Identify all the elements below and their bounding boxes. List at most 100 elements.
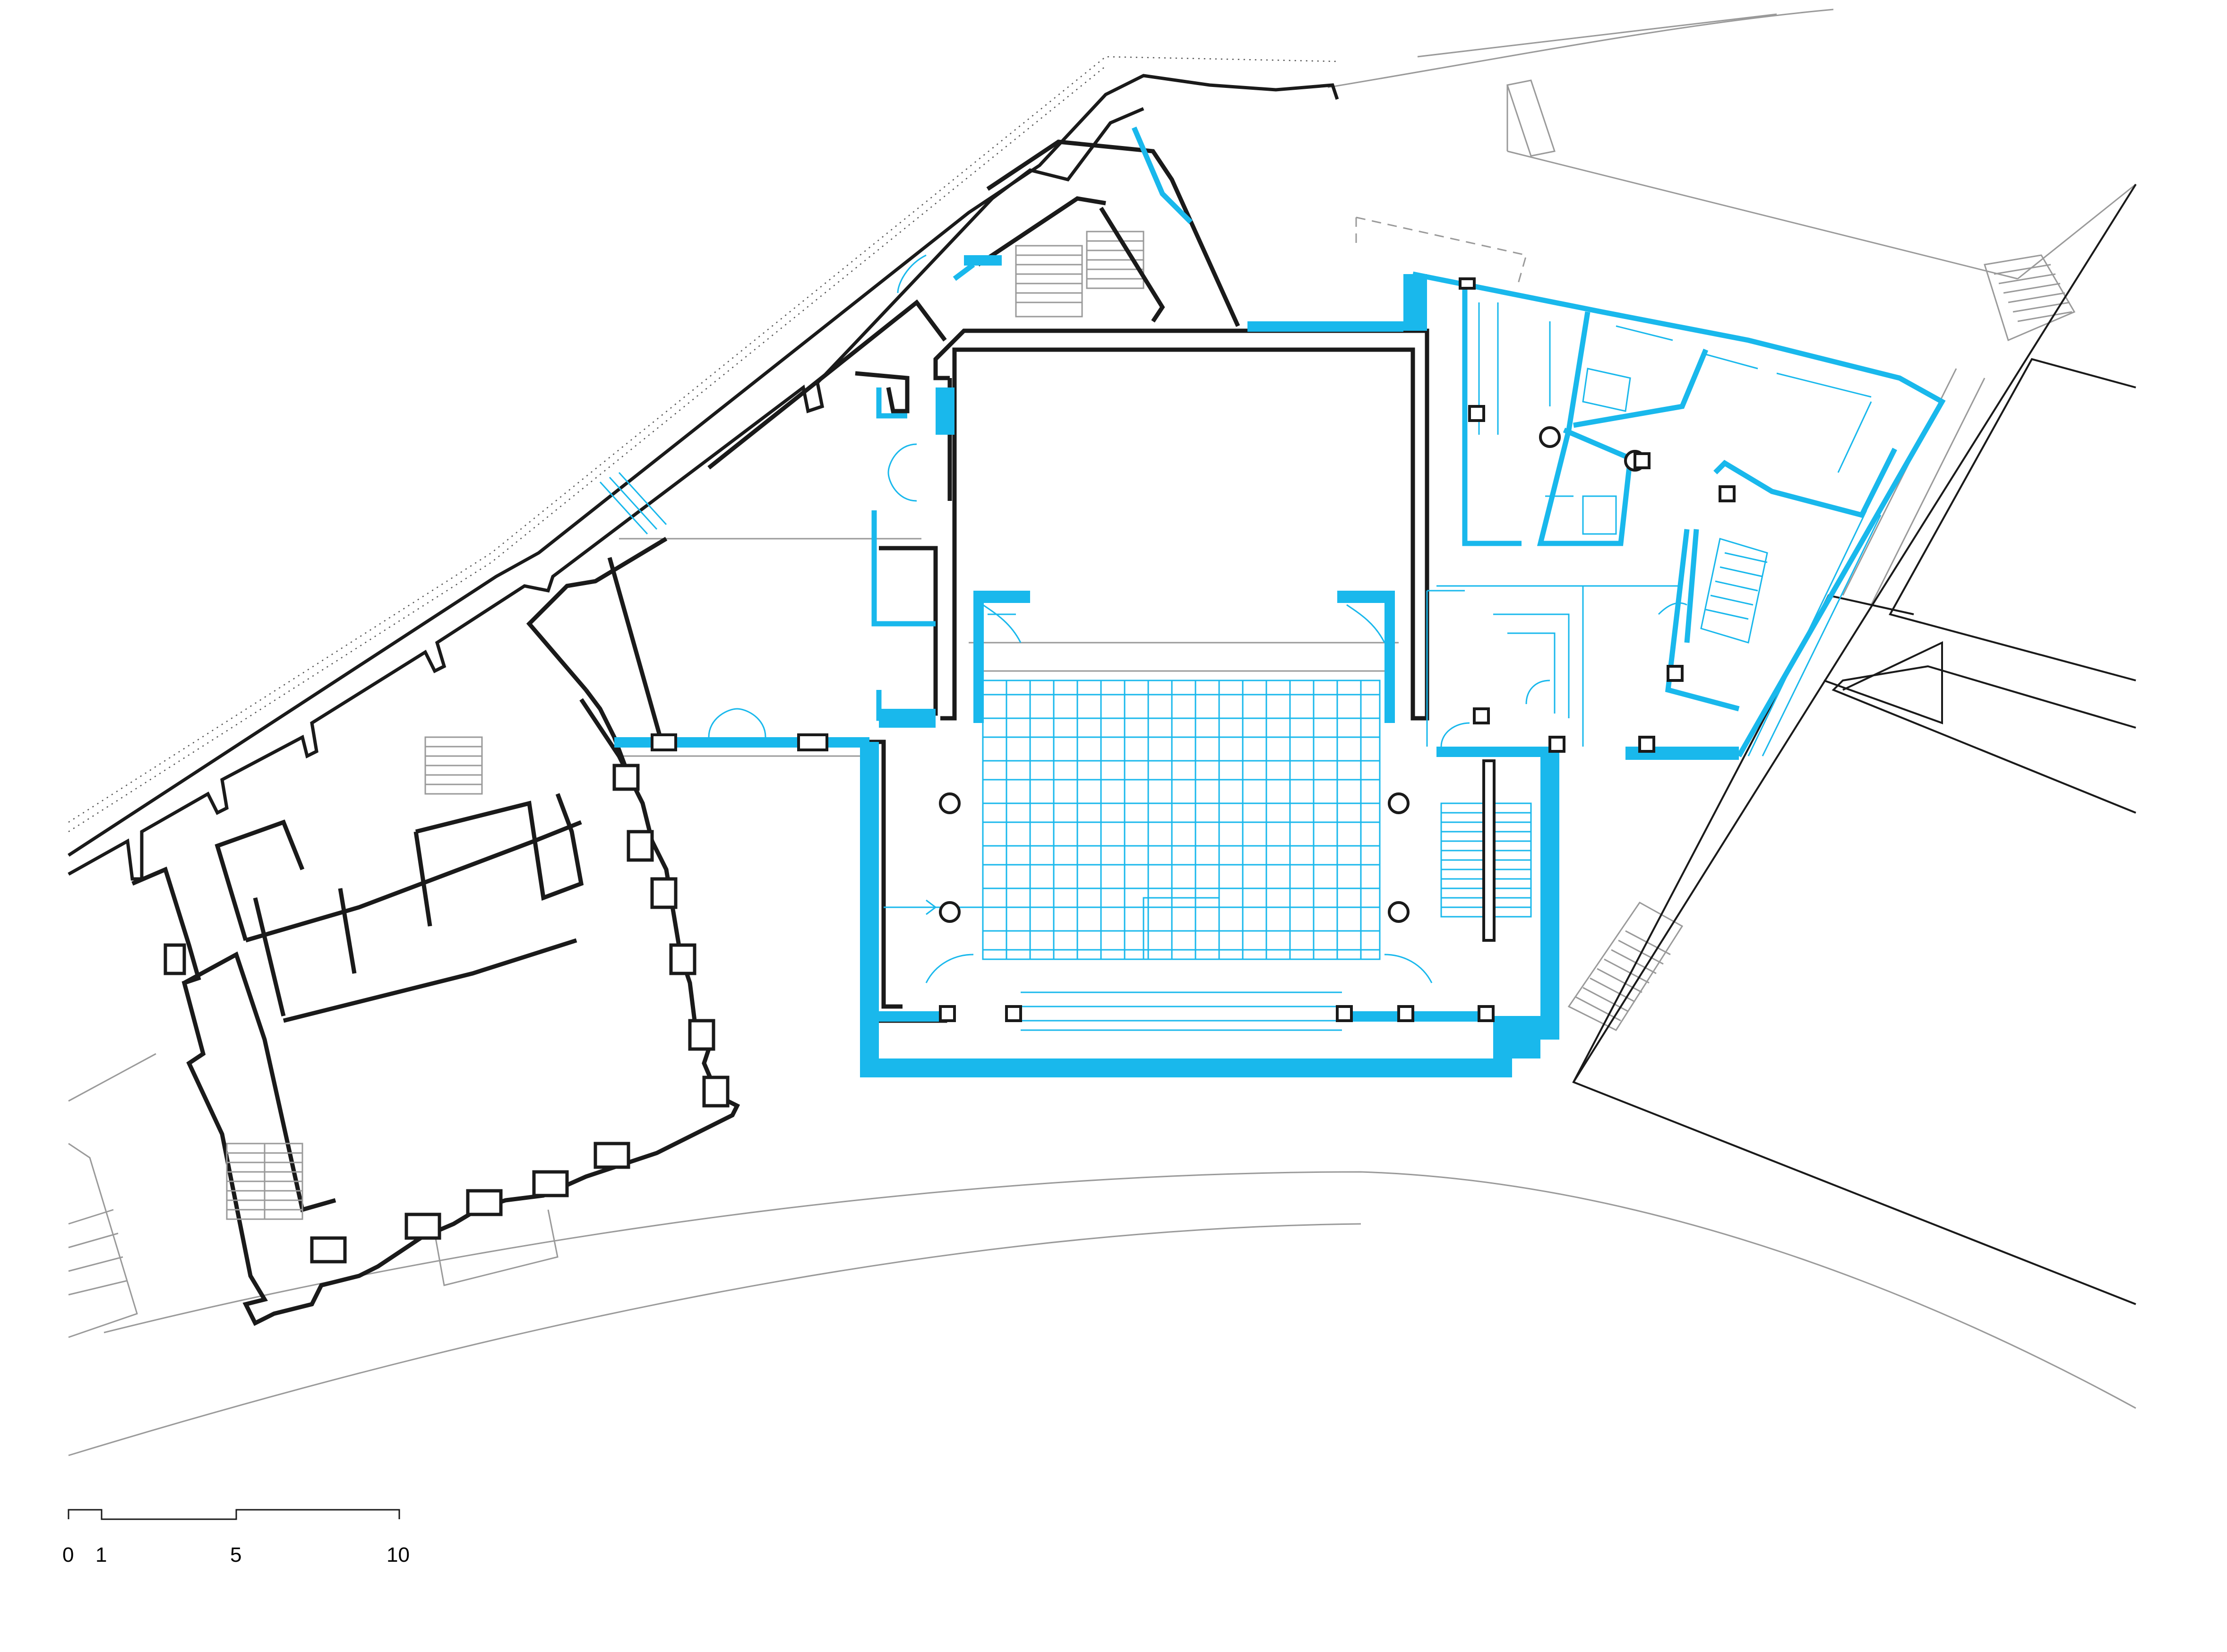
link-wall-7	[977, 196, 1106, 267]
ne-stair-treads	[1994, 264, 2072, 322]
scale-label-1: 1	[95, 1543, 107, 1566]
pier	[1719, 485, 1736, 502]
column	[1388, 901, 1410, 923]
old-building-inner-west	[183, 951, 336, 1213]
old-building-room	[415, 793, 584, 901]
retaining-wall-outline	[68, 74, 1339, 857]
annex-north-door	[1131, 126, 1193, 224]
ne-garden-line	[1507, 150, 2018, 280]
ne-glazing	[1747, 510, 1882, 757]
pier	[163, 943, 186, 975]
north-door-swing	[897, 254, 927, 293]
column	[1388, 792, 1410, 814]
garden-steps	[68, 1209, 128, 1296]
east-corner-block	[1493, 1016, 1540, 1058]
annex-stair	[1700, 538, 1768, 644]
new-piers	[651, 277, 1736, 1022]
neighbour-block-3	[1823, 641, 1943, 724]
old-building-room-3	[253, 897, 286, 1017]
existing-old-building	[131, 688, 740, 1326]
seating-block-outline	[982, 680, 1381, 960]
structural-columns	[939, 426, 1646, 923]
neighbour-block-4	[1572, 594, 2136, 1305]
pier	[466, 1189, 503, 1216]
north-link-band	[964, 255, 1002, 266]
pier	[1482, 759, 1496, 942]
link-wall-2	[607, 557, 685, 744]
new-construction	[614, 255, 1739, 1077]
left-path	[68, 1053, 156, 1102]
pier	[310, 1236, 347, 1264]
stair-treads-3	[1016, 254, 1082, 303]
annex-inner-wall-5	[1665, 529, 1740, 712]
annex-inner-wall-2	[1537, 311, 1633, 546]
annex-toilets	[1582, 368, 1631, 412]
south-facade-band	[860, 1058, 1512, 1077]
orchestra-pit	[1143, 897, 1220, 960]
pier	[593, 1142, 630, 1169]
annex-glazing	[1426, 590, 1465, 747]
neighbour-long-diagonal	[1573, 183, 2137, 1083]
scale-label-5: 5	[230, 1543, 241, 1566]
pier	[532, 1170, 569, 1197]
stage-wing-left	[973, 591, 984, 723]
pier	[797, 733, 828, 751]
pier	[627, 830, 654, 862]
scale-label-0: 0	[62, 1543, 74, 1566]
pier	[688, 1019, 715, 1051]
auditorium-left-inner	[879, 546, 938, 716]
new-annex-walls	[871, 126, 1946, 757]
annex-inner-wall-4	[1713, 447, 1897, 518]
pier	[1397, 1005, 1414, 1022]
old-building-room-2	[338, 888, 357, 974]
stair-outline-3	[1015, 245, 1083, 318]
annex-wall-gallery-2	[876, 690, 898, 721]
pier	[1473, 707, 1490, 724]
new-interior-lines	[599, 254, 1882, 1031]
pier	[1336, 1005, 1353, 1022]
bottom-road-edge-upper	[103, 1171, 2136, 1409]
pier	[939, 1005, 956, 1022]
top-road-edge-2	[1417, 13, 1777, 58]
south-entrance-outline	[434, 1209, 559, 1286]
annex-inner-wall-1	[1462, 284, 1522, 546]
annex-door-2	[1658, 602, 1687, 615]
link-wall-4	[855, 371, 910, 413]
annex-inner-wall-6	[1684, 529, 1699, 643]
north-exterior-stair	[1506, 79, 1556, 157]
pier	[669, 943, 696, 975]
auditorium-aisle-arrow	[884, 899, 983, 915]
south-inner-band	[879, 1011, 950, 1022]
retaining-wall-inner	[68, 107, 1144, 881]
foyer-door	[1440, 722, 1470, 747]
stage-stair-right	[1346, 604, 1385, 643]
neighbour-block-2	[1831, 665, 2136, 814]
pier	[1459, 277, 1476, 290]
link-wall-3	[707, 299, 947, 470]
old-building-partition-1	[245, 820, 582, 943]
annex-counters	[1478, 302, 1872, 473]
site-context-lines	[68, 9, 2136, 1456]
pier	[1005, 1005, 1022, 1022]
pier	[612, 764, 640, 791]
annex-inner-wall-3	[1573, 348, 1709, 428]
west-facade-band	[860, 742, 879, 1068]
north-link-band-2	[1247, 321, 1403, 332]
auditorium-door-right	[1384, 954, 1433, 983]
stair-treads-2	[425, 746, 482, 785]
east-foyer-top	[1436, 747, 1559, 757]
top-road-edge	[1327, 9, 1834, 88]
column	[1539, 426, 1561, 448]
scale-bar: 0 1 5 10	[62, 1509, 410, 1566]
stage-house-outline	[933, 328, 1429, 721]
stair-treads	[227, 1144, 302, 1219]
stair-treads-4	[1087, 240, 1144, 280]
pier	[404, 1213, 441, 1240]
south-inner-band-2	[1351, 1011, 1484, 1022]
column	[939, 792, 961, 814]
foyer-top-pier	[936, 387, 954, 435]
stage-wing-right	[1384, 591, 1395, 723]
annex-wc	[1545, 495, 1617, 535]
